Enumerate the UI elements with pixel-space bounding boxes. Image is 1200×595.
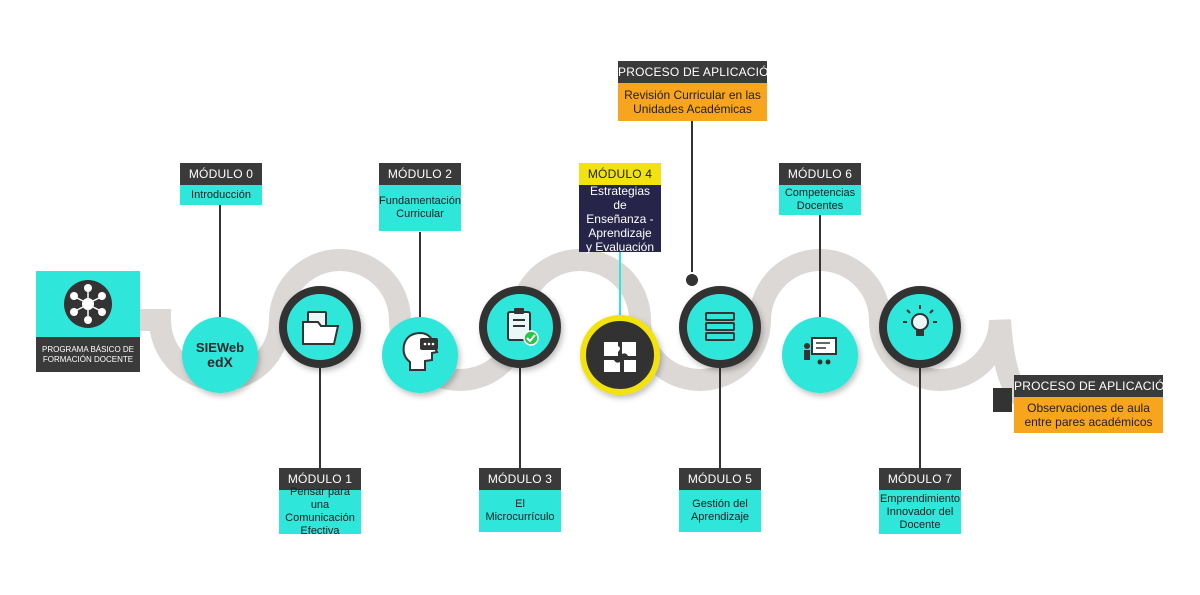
module-title: MÓDULO 2	[379, 163, 461, 185]
module-text: Pensar para una Comunicación Efectiva	[279, 486, 361, 537]
module-title: MÓDULO 7	[879, 468, 961, 490]
program-start-card: PROGRAMA BÁSICO DE FORMACIÓN DOCENTE	[36, 271, 140, 372]
module-card-m4: MÓDULO 4 Estrategias de Enseñanza - Apre…	[579, 163, 661, 254]
puzzle-icon	[604, 342, 636, 372]
clipboard-check-icon	[507, 308, 539, 346]
network-icon	[64, 280, 112, 328]
module-title: MÓDULO 1	[279, 468, 361, 490]
connector-p1-dot	[684, 272, 700, 288]
module-text: Emprendimiento Innovador del Docente	[879, 490, 961, 534]
lightbulb-icon	[903, 305, 937, 336]
connector-lines	[219, 120, 921, 468]
module-text: Competencias Docentes	[779, 185, 861, 215]
application-title: PROCESO DE APLICACIÓN	[1014, 375, 1173, 397]
road-end-marker	[993, 388, 1012, 412]
program-title: PROGRAMA BÁSICO DE FORMACIÓN DOCENTE	[36, 337, 140, 372]
folder-document-icon	[302, 311, 340, 345]
m0-circle	[182, 317, 258, 393]
module-card-m3: MÓDULO 3 El Microcurrículo	[479, 468, 561, 532]
application-text: Observaciones de aula entre pares académ…	[1014, 397, 1163, 433]
application-card-p2: PROCESO DE APLICACIÓN Observaciones de a…	[1014, 375, 1173, 433]
m4-circle	[580, 315, 660, 395]
module-text: El Microcurrículo	[479, 490, 561, 532]
module-title: MÓDULO 4	[579, 163, 661, 185]
module-title: MÓDULO 5	[679, 468, 761, 490]
edx-logo-text: edX	[207, 354, 233, 370]
module-title: MÓDULO 0	[180, 163, 262, 185]
module-card-m5: MÓDULO 5 Gestión del Aprendizaje	[679, 468, 761, 532]
sieweb-logo-text: SIEWeb	[195, 340, 245, 355]
module-text: Fundamentación Curricular	[379, 185, 461, 231]
module-title: MÓDULO 3	[479, 468, 561, 490]
application-title: PROCESO DE APLICACIÓN	[618, 61, 777, 83]
sieweb-edx-logo: SIEWeb edX	[185, 340, 255, 370]
head-speech-bubble-icon	[402, 331, 439, 371]
presentation-icon	[804, 337, 837, 365]
module-card-m7: MÓDULO 7 Emprendimiento Innovador del Do…	[879, 468, 961, 534]
module-text: Introducción	[180, 185, 262, 205]
module-card-m0: MÓDULO 0 Introducción	[180, 163, 262, 205]
stacked-layers-icon	[705, 312, 735, 341]
m5-circle	[679, 286, 761, 368]
application-card-p1: PROCESO DE APLICACIÓN Revisión Curricula…	[618, 61, 777, 121]
module-card-m2: MÓDULO 2 Fundamentación Curricular	[379, 163, 461, 231]
application-text: Revisión Curricular en las Unidades Acad…	[618, 83, 767, 121]
module-text: Gestión del Aprendizaje	[679, 490, 761, 532]
module-text: Estrategias de Enseñanza - Aprendizaje y…	[579, 184, 661, 254]
module-card-m1: MÓDULO 1 Pensar para una Comunicación Ef…	[279, 468, 361, 537]
module-card-m6: MÓDULO 6 Competencias Docentes	[779, 163, 861, 215]
module-title: MÓDULO 6	[779, 163, 861, 185]
